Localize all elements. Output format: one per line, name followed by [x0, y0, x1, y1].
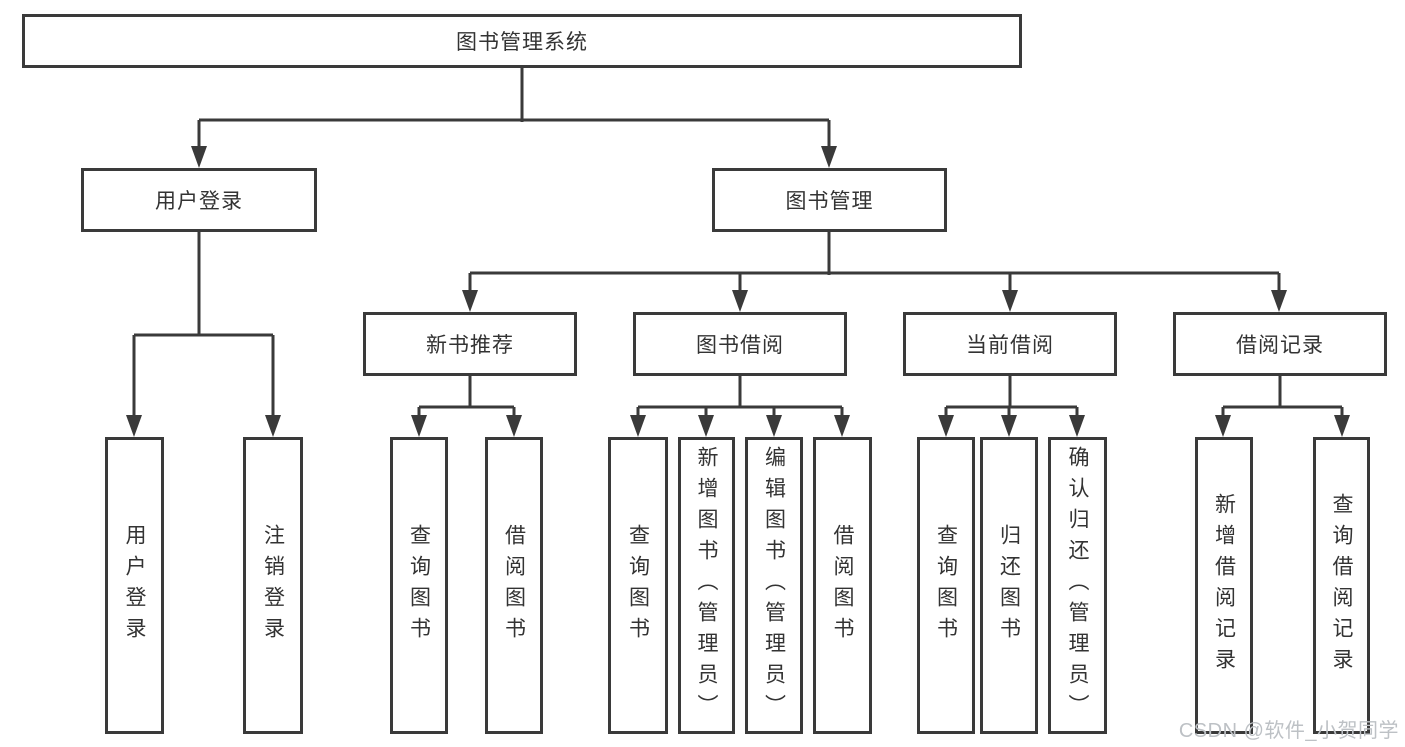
- leaf-add-borrow-record: 新增借阅记录: [1195, 437, 1253, 734]
- node-book-borrowing: 图书借阅: [633, 312, 847, 376]
- leaf-query-books-recommend: 查询图书: [390, 437, 448, 734]
- leaf-borrow-books: 借阅图书: [813, 437, 872, 734]
- node-library-system: 图书管理系统: [22, 14, 1022, 68]
- node-current-borrowing-label: 当前借阅: [966, 334, 1054, 357]
- leaf-confirm-return-admin: 确认归还（管理员）: [1048, 437, 1107, 734]
- leaf-query-borrow-record-label: 查询借阅记录: [1330, 492, 1353, 679]
- node-user-login-label: 用户登录: [155, 190, 243, 213]
- leaf-add-books-admin: 新增图书（管理员）: [678, 437, 735, 734]
- leaf-user-login: 用户登录: [105, 437, 164, 734]
- leaf-query-books-current: 查询图书: [917, 437, 975, 734]
- leaf-add-borrow-record-label: 新增借阅记录: [1212, 492, 1236, 679]
- node-borrowing-records: 借阅记录: [1173, 312, 1387, 376]
- leaf-query-books-recommend-label: 查询图书: [407, 523, 431, 648]
- node-new-book-recommendation: 新书推荐: [363, 312, 577, 376]
- leaf-query-borrow-record: 查询借阅记录: [1313, 437, 1370, 734]
- node-borrowing-records-label: 借阅记录: [1236, 334, 1324, 357]
- leaf-borrow-books-recommend-label: 借阅图书: [502, 523, 526, 648]
- leaf-return-books: 归还图书: [980, 437, 1038, 734]
- leaf-add-books-admin-label: 新增图书（管理员）: [695, 446, 718, 725]
- node-user-login: 用户登录: [81, 168, 317, 232]
- node-book-management: 图书管理: [712, 168, 947, 232]
- leaf-user-login-label: 用户登录: [123, 523, 146, 648]
- leaf-logout-label: 注销登录: [261, 523, 285, 648]
- node-library-system-label: 图书管理系统: [456, 31, 588, 54]
- csdn-watermark: CSDN @软件_小贺同学: [1178, 720, 1399, 742]
- leaf-confirm-return-admin-label: 确认归还（管理员）: [1066, 446, 1089, 725]
- leaf-edit-books-admin-label: 编辑图书（管理员）: [762, 446, 786, 725]
- node-new-book-recommendation-label: 新书推荐: [426, 334, 514, 357]
- leaf-edit-books-admin: 编辑图书（管理员）: [745, 437, 803, 734]
- leaf-query-books-borrowing-label: 查询图书: [626, 523, 650, 648]
- leaf-query-books-current-label: 查询图书: [934, 523, 958, 648]
- leaf-return-books-label: 归还图书: [997, 523, 1021, 648]
- leaf-logout: 注销登录: [243, 437, 303, 734]
- node-current-borrowing: 当前借阅: [903, 312, 1117, 376]
- node-book-management-label: 图书管理: [785, 190, 874, 213]
- leaf-borrow-books-recommend: 借阅图书: [485, 437, 543, 734]
- node-book-borrowing-label: 图书借阅: [696, 334, 784, 357]
- leaf-borrow-books-label: 借阅图书: [831, 523, 854, 648]
- leaf-query-books-borrowing: 查询图书: [608, 437, 668, 734]
